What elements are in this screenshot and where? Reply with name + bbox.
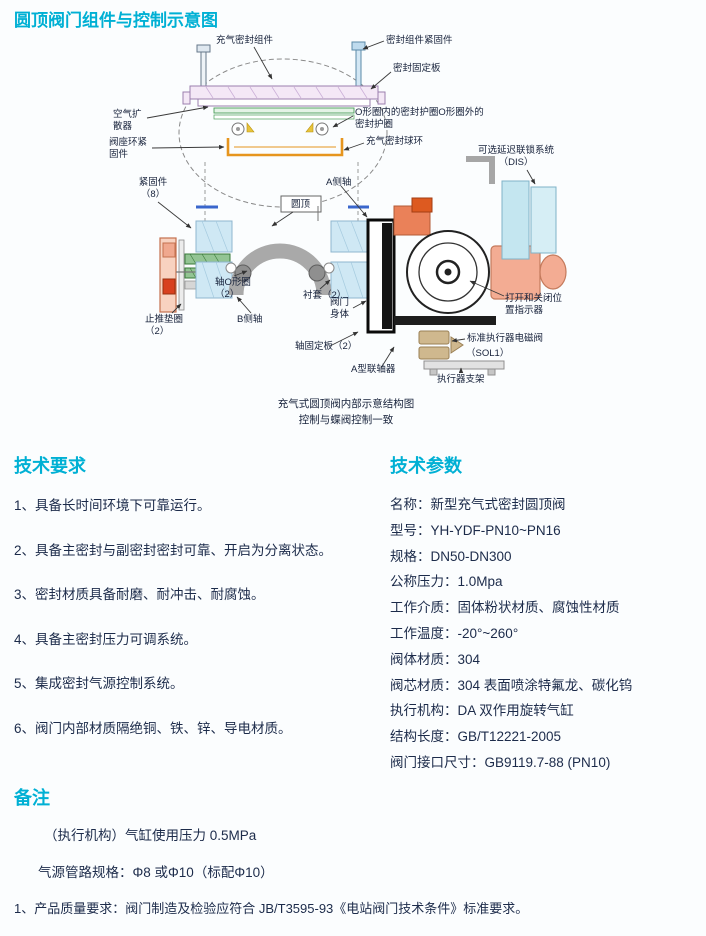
dis-drawing: [466, 156, 557, 260]
requirement-item-6: 6、阀门内部材质隔绝铜、铁、锌、导电材质。: [14, 720, 292, 736]
param-medium: 工作介质：固体粉状材质、腐蚀性材质: [390, 600, 620, 616]
remarks-section: 备注 （执行机构）气缸使用压力 0.5MPa 气源管路规格：Φ8 或Φ10（标配…: [14, 784, 700, 936]
dome-shape: [225, 243, 335, 296]
label-seat-ring-fastener: 阀座环紧固件: [109, 137, 148, 161]
param-length-standard: 结构长度：GB/T12221-2005: [390, 729, 562, 745]
solenoid-drawing: [418, 330, 464, 360]
label-position-indicator: 打开和关闭位置指示器: [505, 293, 563, 317]
valve-diagram: 充气密封组件 密封组件紧固件 密封固定板 空气扩散器 阀座环紧固件 O形圈内的密…: [0, 0, 706, 440]
tech-parameters-section: 技术参数 名称：新型充气式密封圆顶阀 型号：YH-YDF-PN10~PN16 规…: [390, 452, 702, 776]
label-a-type-coupling: A型联轴器: [351, 364, 396, 375]
param-name: 名称：新型充气式密封圆顶阀: [390, 497, 566, 512]
tech-requirements-section: 技术要求 1、具备长时间环境下可靠运行。 2、具备主密封与副密封密封可靠、开启为…: [14, 452, 382, 761]
label-air-diffuser: 空气扩散器: [113, 109, 142, 133]
valve-body-shape: [366, 218, 396, 334]
label-seal-assembly: 充气密封组件: [216, 35, 274, 46]
requirement-item-5: 5、集成密封气源控制系统。: [14, 676, 184, 691]
label-seal-assembly-fastener: 密封组件紧固件: [386, 35, 453, 46]
remark-item-1: 1、产品质量要求：阀门制造及检验应符合 JB/T3595-93《电站阀门技术条件…: [14, 901, 529, 916]
param-model: 型号：YH-YDF-PN10~PN16: [390, 522, 561, 538]
param-temperature: 工作温度：-20°~260°: [390, 625, 519, 641]
diagram-caption: 充气式圆顶阀内部示意结构图 控制与蝶阀控制一致: [248, 397, 444, 429]
label-inflatable-seal-ring: 充气密封球环: [366, 136, 424, 147]
label-shaft-oring: 轴O形圈（2）: [215, 277, 251, 301]
actuator-bracket-shape: [423, 360, 505, 376]
label-fasteners-8: 紧固件（8）: [138, 177, 168, 201]
label-dome: 圆顶: [291, 199, 311, 210]
label-seal-fixing-plate: 密封固定板: [393, 63, 441, 74]
label-bushing: 衬套（2）: [303, 290, 347, 301]
tech-requirements-list: 1、具备长时间环境下可靠运行。 2、具备主密封与副密封密封可靠、开启为分离状态。…: [14, 494, 382, 737]
tech-parameters-heading: 技术参数: [390, 456, 462, 476]
label-thrust-washer: 止推垫圈（2）: [145, 314, 184, 338]
label-shaft-fixing-plate: 轴固定板（2）: [295, 341, 358, 352]
caption-line1: 充气式圆顶阀内部示意结构图: [277, 398, 415, 410]
param-actuator: 执行机构：DA 双作用旋转气缸: [390, 703, 574, 719]
seal-plate-assembly: [182, 85, 386, 120]
remark-air-pipe-spec: 气源管路规格：Φ8 或Φ10（标配Φ10）: [38, 865, 274, 880]
dome-label-box: [280, 195, 322, 213]
param-size: 规格：DN50-DN300: [390, 548, 512, 564]
requirement-item-2: 2、具备主密封与副密封密封可靠、开启为分离状态。: [14, 542, 333, 558]
tech-parameters-list: 名称：新型充气式密封圆顶阀 型号：YH-YDF-PN10~PN16 规格：DN5…: [390, 492, 702, 776]
label-actuator-bracket: 执行器支架: [437, 374, 485, 385]
remarks-heading: 备注: [14, 788, 50, 808]
param-pressure: 公称压力：1.0Mpa: [390, 574, 503, 590]
param-flange-standard: 阀门接口尺寸：GB9119.7-88 (PN10): [390, 754, 611, 770]
label-a-side-shaft: A侧轴: [326, 177, 352, 188]
remark-cylinder-pressure: （执行机构）气缸使用压力 0.5MPa: [44, 828, 257, 843]
tech-requirements-heading: 技术要求: [14, 456, 86, 476]
requirement-item-3: 3、密封材质具备耐磨、耐冲击、耐腐蚀。: [14, 587, 265, 602]
label-b-side-shaft: B侧轴: [237, 314, 263, 325]
requirement-item-4: 4、具备主密封压力可调系统。: [14, 631, 198, 647]
bolt-left: [196, 44, 211, 89]
label-valve-body: 阀门身体: [330, 297, 350, 321]
coupling-top-blocks: [393, 197, 433, 236]
seal-rings: [231, 122, 329, 136]
requirement-item-1: 1、具备长时间环境下可靠运行。: [14, 498, 211, 513]
page-title: 圆顶阀门组件与控制示意图: [14, 11, 218, 30]
param-body-material: 阀体材质：304: [390, 651, 481, 667]
leader-lines: [146, 40, 536, 373]
label-solenoid-valve: 标准执行器电磁阀: [467, 333, 544, 344]
caption-line2: 控制与蝶阀控制一致: [298, 413, 394, 426]
label-delay-interlock: 可选延迟联锁系统（DIS）: [477, 145, 554, 169]
param-core-material: 阀芯材质：304 表面喷涂特氟龙、碳化钨: [390, 677, 633, 693]
valve-schematic-svg: [146, 40, 567, 376]
label-sol1: （SOL1）: [466, 348, 510, 359]
label-oring-guards: O形圈内的密封护圈O形圈外的密封护圈: [355, 107, 484, 131]
seat-ring-channel: [226, 138, 344, 157]
